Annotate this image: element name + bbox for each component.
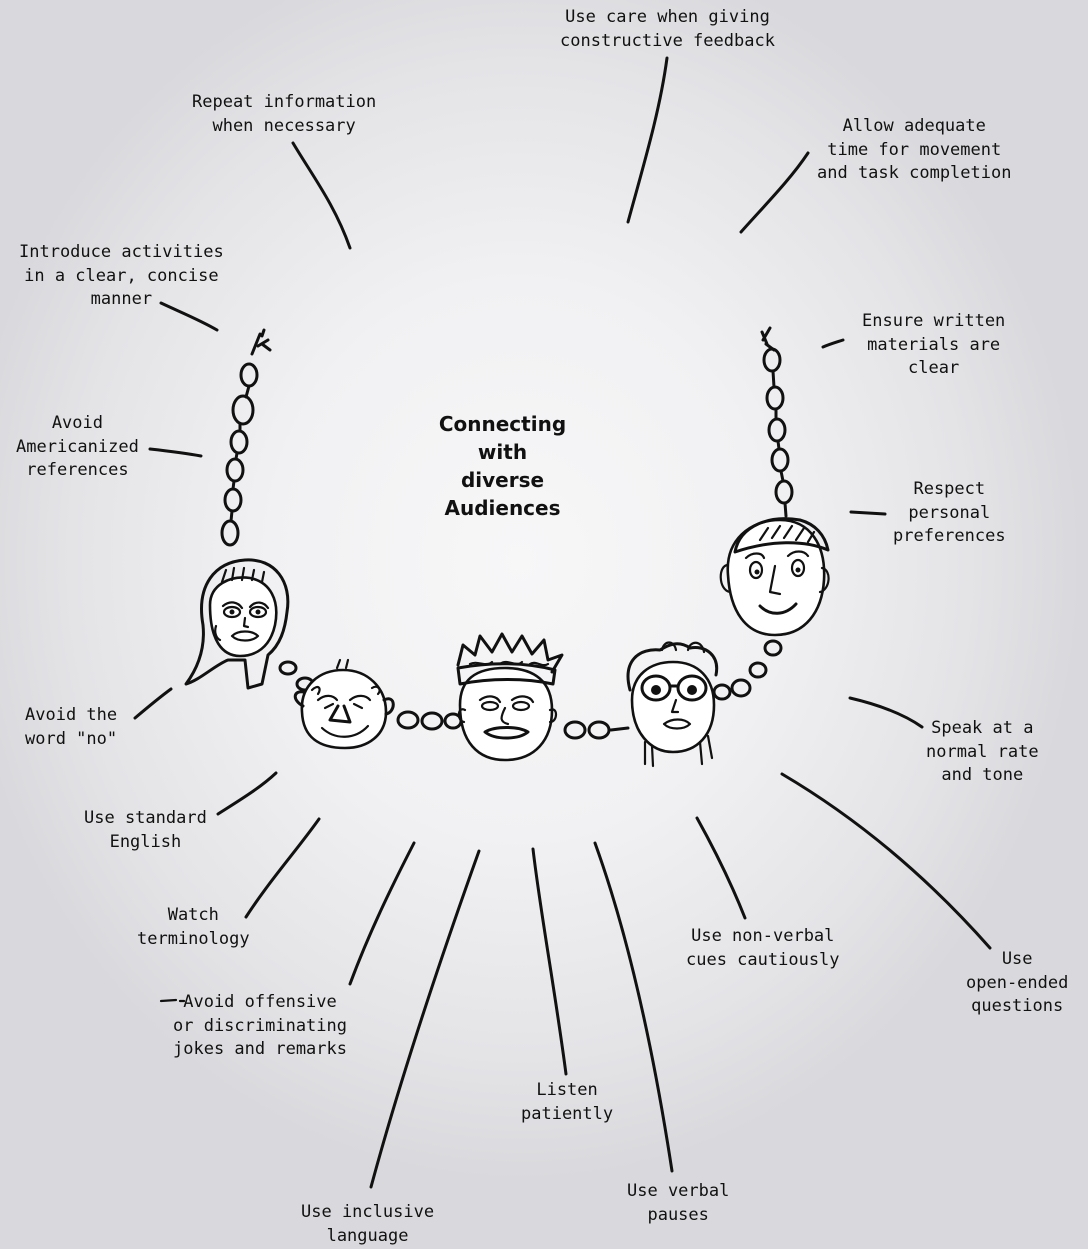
connector-feedback: [626, 56, 669, 224]
tip-avoid-offensive: Avoid offensive or discriminating jokes …: [173, 992, 347, 1059]
face-spiky-hair: [456, 632, 564, 762]
face-man-combed-hair: [719, 517, 830, 637]
connector-americanized: [148, 447, 203, 458]
tip-repeat-information: Repeat information when necessary: [192, 92, 377, 136]
connector-standard-english: [216, 771, 278, 816]
connector-introduce: [159, 301, 219, 332]
connector-speak-rate: [848, 696, 924, 729]
connector-offensive: [348, 841, 416, 986]
connector-written: [821, 338, 845, 349]
tip-nonverbal-cues: Use non-verbal cues cautiously: [686, 926, 840, 970]
tip-inclusive-language: Use inclusive language: [301, 1202, 435, 1246]
center-title: Connecting with diverse Audiences: [438, 412, 567, 520]
connector-inclusive: [369, 849, 481, 1189]
tip-listen-patiently: Listen patiently: [521, 1080, 614, 1124]
connector-nonverbal: [695, 816, 747, 920]
connector-repeat: [291, 141, 352, 250]
tip-allow-time: Allow adequate time for movement and tas…: [817, 116, 1012, 183]
connector-terminology: [244, 817, 321, 919]
right-chain: [760, 326, 794, 518]
connector-open-ended: [780, 772, 992, 950]
face-woman-long-hair: [184, 558, 290, 690]
stray-dash: [159, 998, 186, 1003]
tip-verbal-pauses: Use verbal pauses: [627, 1181, 730, 1225]
tip-speak-rate: Speak at a normal rate and tone: [926, 718, 1039, 785]
left-chain: [220, 328, 272, 547]
tip-written-materials: Ensure written materials are clear: [862, 311, 1006, 378]
tip-watch-terminology: Watch terminology: [137, 905, 250, 949]
tip-introduce-activities: Introduce activities in a clear, concise…: [19, 242, 224, 309]
connector-pauses: [593, 841, 674, 1173]
connector-allow-time: [739, 151, 810, 234]
face-bald-man: [293, 658, 395, 750]
bottom-chain: [278, 639, 783, 740]
tip-open-ended-questions: Use open-ended questions: [966, 949, 1069, 1016]
connector-respect: [849, 510, 887, 516]
connector-lines: [133, 56, 992, 1189]
tip-standard-english: Use standard English: [84, 808, 207, 852]
tip-avoid-no: Avoid the word "no": [25, 705, 118, 749]
face-woman-glasses: [626, 641, 719, 768]
tip-avoid-americanized: Avoid Americanized references: [16, 413, 139, 480]
connector-avoid-no: [133, 687, 173, 720]
connector-listen: [531, 847, 568, 1076]
tip-constructive-feedback: Use care when giving constructive feedba…: [560, 7, 775, 51]
tip-respect-preferences: Respect personal preferences: [893, 479, 1006, 546]
